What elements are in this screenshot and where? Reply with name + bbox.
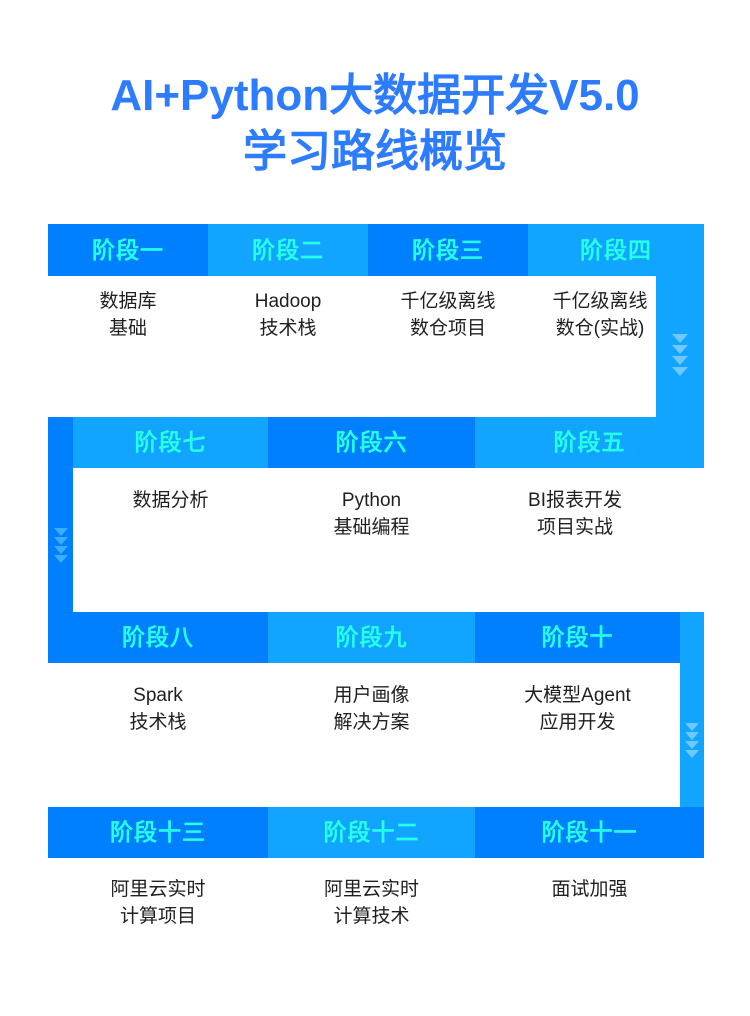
stage-label-8: 阶段八 [122,624,194,650]
stage-label-12: 阶段十二 [323,819,420,845]
stage-header-3[interactable]: 阶段三 [368,224,528,276]
stage-header-11[interactable]: 阶段十一 [475,807,704,858]
stage-header-8[interactable]: 阶段八 [48,612,268,663]
stage-label-6: 阶段六 [335,429,408,455]
stage-header-12[interactable]: 阶段十二 [268,807,475,858]
stage-body-11: 面试加强 [551,879,628,900]
stage-body-1: 数据库 基础 [99,291,157,339]
stage-body-3: 千亿级离线 数仓项目 [400,291,496,339]
stage-label-2: 阶段二 [252,236,324,263]
row-1-body-panel [48,276,656,406]
stage-body-12: 阿里云实时 计算技术 [323,879,419,927]
stage-body-10: 大模型Agent 应用开发 [524,685,631,733]
stage-label-5: 阶段五 [553,429,626,455]
stage-body-4: 千亿级离线 数仓(实战) [552,291,648,339]
stage-label-13: 阶段十三 [110,819,206,845]
stage-label-10: 阶段十 [541,624,614,650]
row-3-body-panel [48,663,680,807]
stage-body-9: 用户画像 解决方案 [333,685,410,733]
stage-label-1: 阶段一 [92,236,164,263]
stage-header-13[interactable]: 阶段十三 [48,807,268,858]
stage-body-2: Hadoop 技术栈 [254,291,322,339]
stage-body-13: 阿里云实时 计算项目 [110,879,206,927]
stage-header-9[interactable]: 阶段九 [268,612,475,663]
stage-label-4: 阶段四 [580,236,652,263]
stage-label-9: 阶段九 [335,624,408,650]
stage-body-6: Python 基础编程 [333,490,410,538]
stage-body-5: BI报表开发 项目实战 [528,490,622,538]
stage-label-11: 阶段十一 [541,819,638,845]
stage-header-2[interactable]: 阶段二 [208,224,368,276]
stage-header-10[interactable]: 阶段十 [475,612,680,663]
page-title-line-1: AI+Python大数据开发V5.0 [110,71,640,120]
stage-body-7: 数据分析 [132,490,209,511]
stage-header-1[interactable]: 阶段一 [48,224,208,276]
page-title: AI+Python大数据开发V5.0 学习路线概览 [0,68,750,180]
stage-body-8: Spark 技术栈 [129,685,187,733]
stage-header-5[interactable]: 阶段五 [475,417,704,468]
stage-header-6[interactable]: 阶段六 [268,417,475,468]
row-4-body-panel [48,858,704,1016]
page-title-line-2: 学习路线概览 [243,127,507,176]
stage-header-7[interactable]: 阶段七 [73,417,268,468]
row-2-body-panel [73,468,704,612]
stage-label-3: 阶段三 [412,236,484,263]
stage-label-7: 阶段七 [134,429,207,455]
stage-header-4[interactable]: 阶段四 [528,224,704,276]
